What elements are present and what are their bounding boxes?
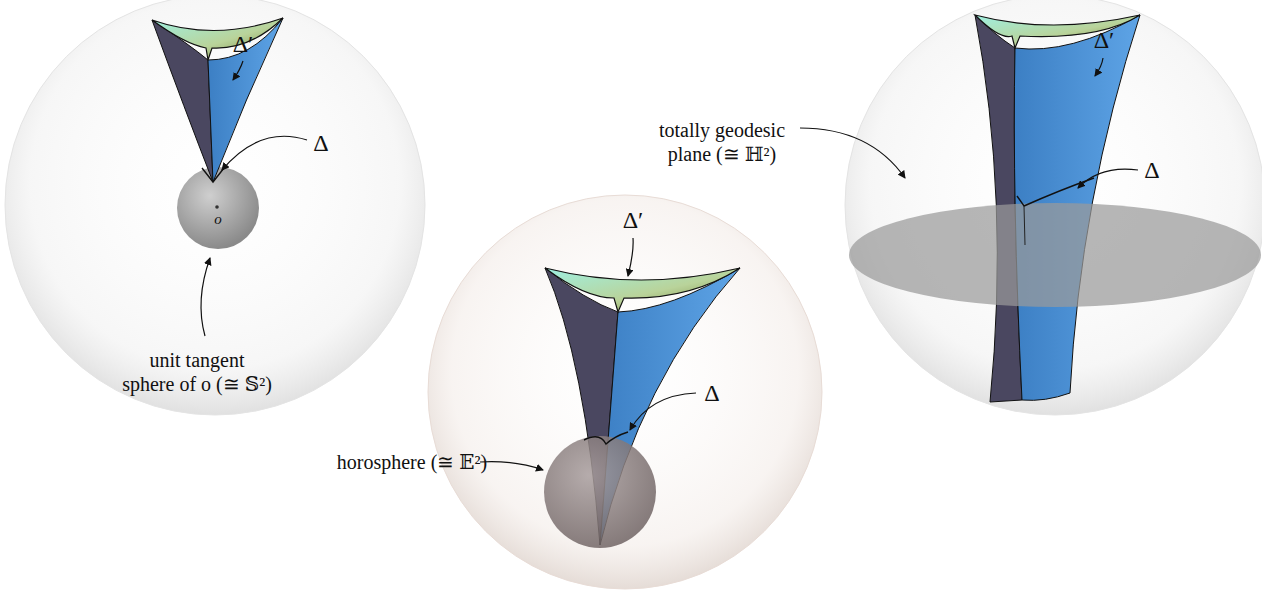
ball — [5, 0, 425, 415]
ball — [845, 0, 1262, 415]
small-triangle — [584, 432, 628, 444]
face-label: Δ — [704, 379, 719, 408]
sphere-label: unit tangent sphere of o (≅ 𝕊²) — [122, 348, 272, 396]
face-label: Δ′ — [1094, 26, 1115, 55]
face-label: Δ′ — [623, 206, 644, 235]
leader-lines — [201, 58, 1138, 470]
geodesic-plane — [849, 203, 1261, 307]
face-cap — [975, 15, 1140, 48]
point — [215, 205, 219, 209]
face-cap — [152, 18, 283, 60]
small-triangle — [1017, 178, 1094, 206]
ball — [428, 195, 822, 589]
face-label: Δ — [313, 129, 328, 158]
unit-sphere — [177, 167, 259, 249]
plane-label: totally geodesic plane (≅ ℍ²) — [640, 118, 805, 166]
edge-line — [1024, 206, 1025, 245]
horosphere-label: horosphere (≅ 𝔼²) — [337, 450, 487, 474]
face-cap — [545, 268, 740, 312]
face-label: Δ — [1144, 156, 1159, 185]
face-label: Δ′ — [233, 30, 254, 59]
horosphere — [544, 436, 656, 548]
point-label: o — [214, 210, 222, 228]
small-triangle — [202, 168, 224, 182]
